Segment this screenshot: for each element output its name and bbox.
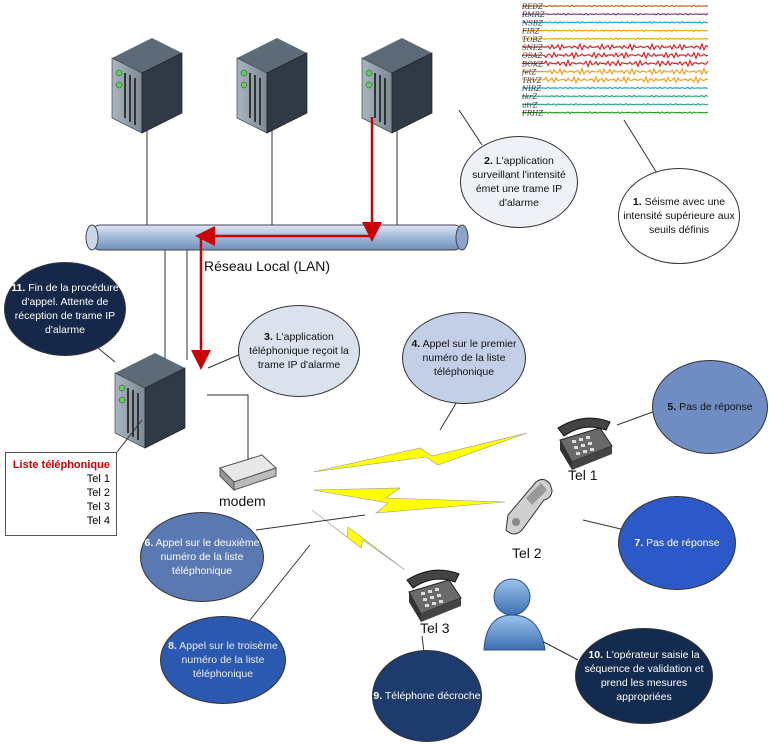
tel1-desk-phone-icon [557,417,613,471]
seismo-trace-label: TRVZ [522,77,542,85]
phone-list-item: Tel 4 [86,515,110,527]
seismo-trace-label: OSAZ [522,52,543,60]
server-1-icon [111,37,183,134]
seismo-trace [522,37,709,41]
operator-person-icon [483,578,546,651]
step-7-bubble: 7. Pas de réponse [618,496,736,590]
phone-list-connector [116,419,143,453]
seismo-trace-label: FIRZ [521,28,540,36]
seismo-trace [522,86,709,90]
step-4-bubble: 4. Appel sur le premier numéro de la lis… [402,312,526,404]
phone-list-box: Liste téléphonique Tel 1 Tel 2 Tel 3 Tel… [5,452,117,536]
step-8-bubble: 8. Appel sur le troisème numéro de la li… [160,616,286,704]
seismo-trace [522,4,709,8]
seismo-trace [522,58,709,68]
tel1-label: Tel 1 [568,467,598,483]
telephony-server-icon [114,352,186,449]
tel3-label: Tel 3 [420,620,450,636]
tel2-label: Tel 2 [512,545,542,561]
callout-connectors [97,109,661,661]
modem-icon [207,394,277,492]
tel2-mobile-phone-icon [505,478,553,535]
step-5-bubble: 5. Pas de réponse [652,360,768,454]
alarm-path-arrow [191,117,382,370]
step-2-bubble: 2. L'application surveillant l'intensité… [460,136,578,228]
seismo-trace-label: BOKZ [521,60,543,68]
seismo-trace-label: NSBZ [521,19,543,27]
step-10-bubble: 10. L'opérateur saisie la séquence de va… [575,628,713,724]
seismo-trace [522,111,709,115]
seismo-trace [522,102,709,106]
call-signals [311,432,528,571]
seismo-trace [522,20,709,24]
seismo-trace-label: TOBZ [522,36,543,44]
modem-label: modem [219,493,266,509]
seismo-trace-label: REDZ [521,3,543,11]
lan-label: Réseau Local (LAN) [204,258,331,274]
seismo-trace-label: tkrZ [522,93,537,101]
step-11-bubble: 11. Fin de la procédure d'appel. Attente… [4,262,126,356]
tel3-desk-phone-icon [406,569,462,623]
seismo-trace [522,51,709,60]
seismo-trace [522,12,709,16]
server-connectors [146,112,398,365]
seismo-trace [522,94,709,98]
seismo-trace [522,66,709,76]
seismo-trace [522,29,709,33]
seismograph-image: REDZRMRZNSBZFIRZTOBZSNEZOSAZBOKZfetZTRVZ… [521,3,709,118]
seismo-trace-label: utrZ [522,101,538,109]
phone-list-item: Tel 2 [86,487,110,499]
phone-list-title: Liste téléphonique [12,459,110,471]
seismo-trace-label: NIRZ [521,85,541,93]
step-9-bubble: 9. Téléphone décroche [372,650,482,742]
seismo-trace [522,42,709,52]
seismo-trace-label: RMRZ [521,11,545,19]
seismo-trace-label: FRHZ [521,110,543,118]
phone-list-item: Tel 1 [86,473,110,485]
step-1-bubble: 1. Séisme avec une intensité supérieure … [618,168,740,264]
step-3-bubble: 3. L'application téléphonique reçoit la … [238,305,360,397]
server-2-icon [236,37,308,134]
step-6-bubble: 6. Appel sur le deuxième numéro de la li… [140,512,264,602]
seismo-trace-label: SNEZ [522,44,543,52]
seismo-trace [522,75,709,85]
phone-list-item: Tel 3 [86,501,110,513]
seismo-trace-label: fetZ [521,69,537,77]
lan-pipe [85,224,469,251]
